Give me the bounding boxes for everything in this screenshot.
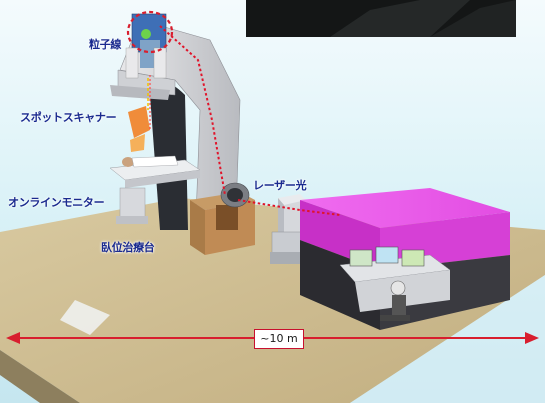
gantry <box>110 10 241 246</box>
label-laser-light: レーザー光 <box>253 179 307 192</box>
dimension-label: ~10 m <box>254 329 304 349</box>
beam-path <box>159 25 341 216</box>
beam-transport-block <box>190 182 255 255</box>
label-online-monitor: オンラインモニター <box>8 196 105 209</box>
label-spot-scanner: スポットスキャナー <box>20 111 117 124</box>
control-console <box>339 246 451 321</box>
patient-couch <box>109 155 201 224</box>
spot-scanner <box>128 106 150 152</box>
label-patient-couch: 臥位治療台 <box>101 241 155 254</box>
label-particle-beam: 粒子線 <box>89 38 122 51</box>
beam-focus-circle <box>126 10 174 54</box>
